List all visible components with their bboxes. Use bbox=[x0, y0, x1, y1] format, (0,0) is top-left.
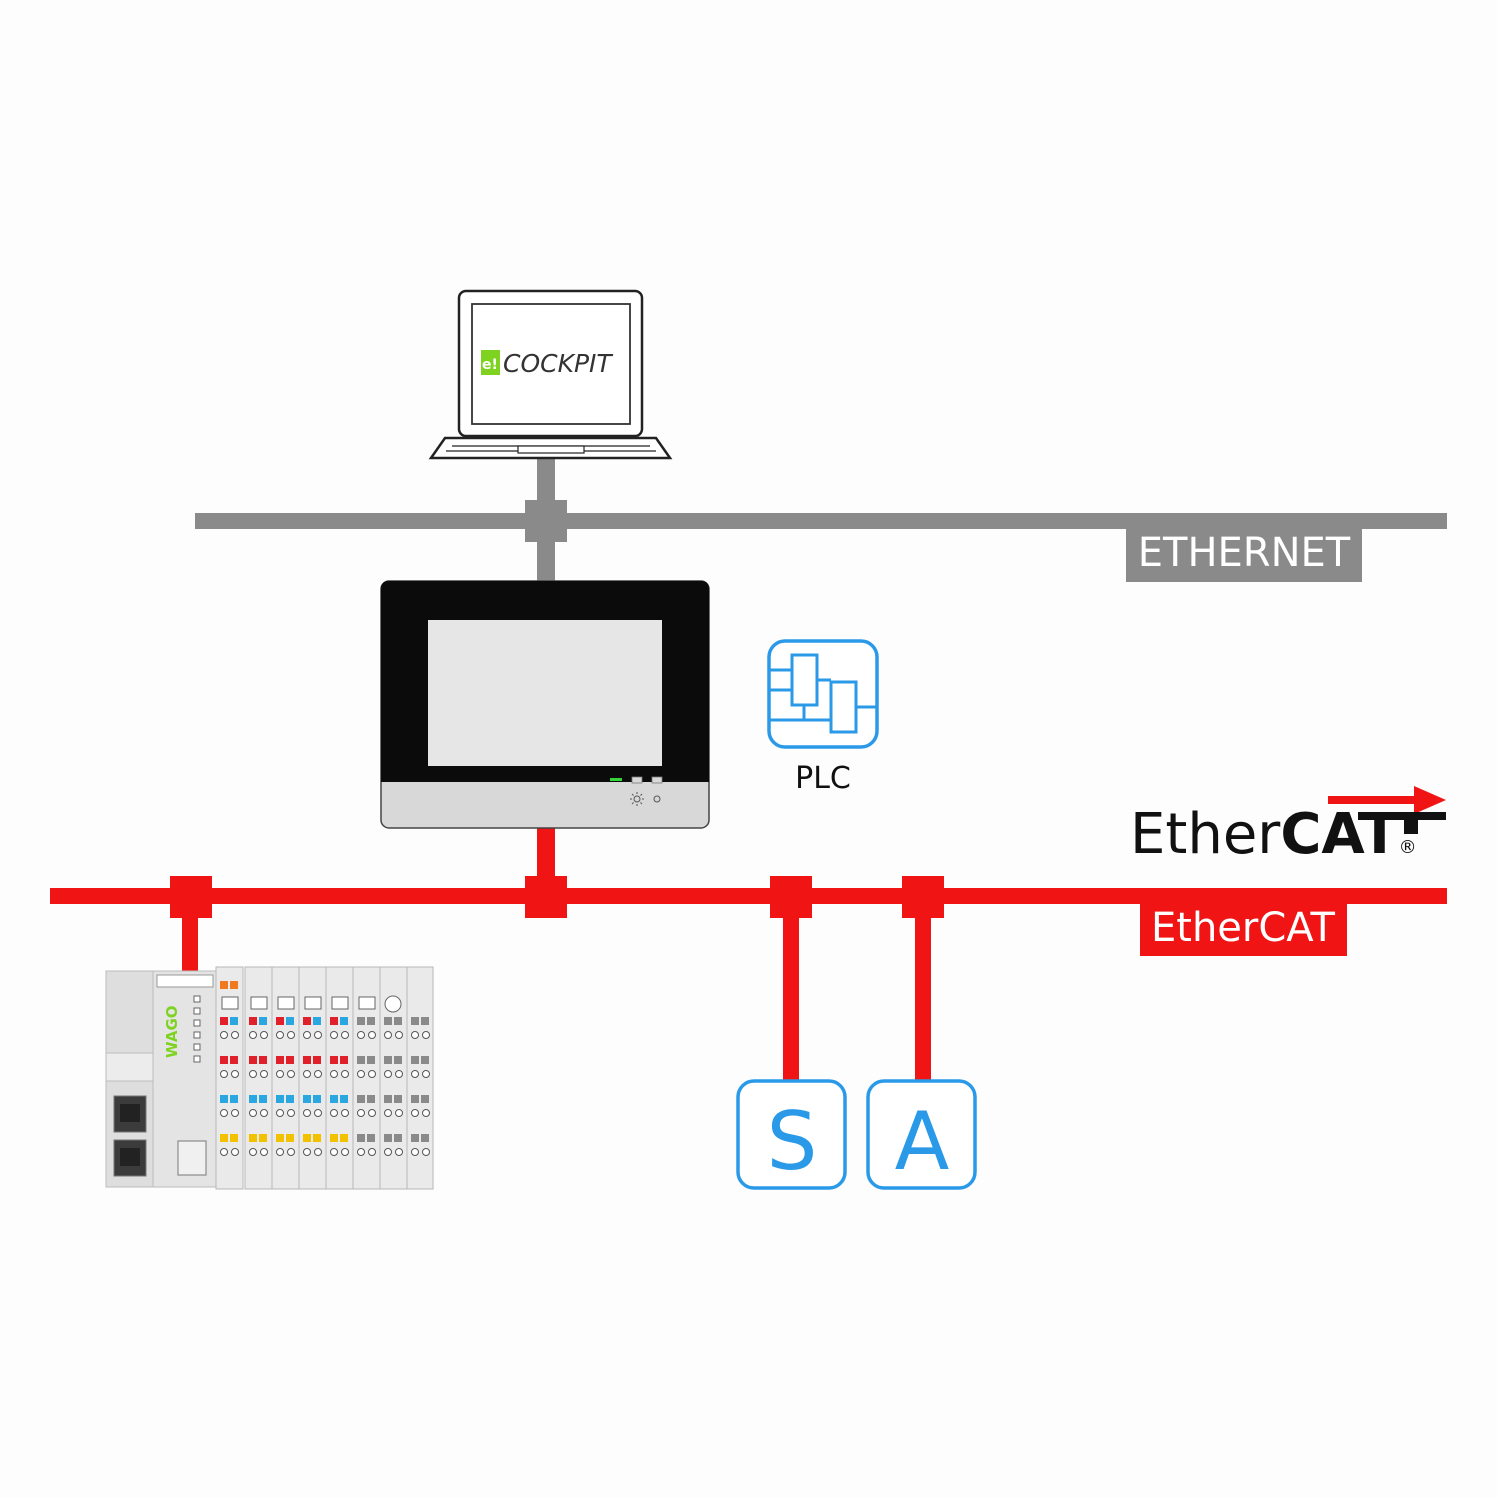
io-status-leds bbox=[193, 995, 201, 1063]
ethercat-logo-text: EtherCAT® bbox=[1130, 802, 1417, 867]
ethercat-line bbox=[50, 888, 1447, 904]
cockpit-logo-mark: e! bbox=[482, 357, 498, 373]
actuator-device: A bbox=[866, 1079, 977, 1190]
cockpit-logo: e! COCKPIT bbox=[481, 349, 613, 378]
io-module bbox=[406, 966, 434, 1190]
io-modules bbox=[215, 966, 434, 1190]
ethernet-bus: ETHERNET bbox=[195, 458, 1447, 582]
cockpit-logo-text: COCKPIT bbox=[503, 349, 613, 378]
hmi-panel bbox=[380, 580, 710, 829]
ethernet-label: ETHERNET bbox=[1138, 530, 1351, 576]
sensor-icon bbox=[736, 1079, 847, 1190]
ethercat-logo-registered: ® bbox=[1399, 837, 1417, 858]
plc-icon bbox=[767, 639, 879, 749]
wago-logo: WAGO bbox=[163, 1005, 181, 1058]
hmi-sensor-icon bbox=[653, 795, 661, 803]
laptop-touchpad bbox=[517, 445, 585, 454]
io-controller: WAGO bbox=[105, 966, 434, 1190]
ethercat-bus: EtherCAT bbox=[50, 828, 1447, 1084]
ethercat-junction-actuator bbox=[902, 876, 944, 918]
laptop: e! COCKPIT bbox=[428, 289, 673, 460]
ethercat-drop-actuator bbox=[915, 900, 931, 1084]
ethercat-logo-arrows-icon bbox=[1328, 786, 1446, 834]
ethercat-drop-sensor bbox=[783, 900, 799, 1084]
cockpit-logo-icon bbox=[481, 350, 500, 375]
ethercat-logo-bold: CAT bbox=[1280, 802, 1398, 867]
brightness-icon bbox=[630, 792, 644, 806]
ethercat-logo-light: Ether bbox=[1130, 802, 1281, 867]
ethercat-label-box bbox=[1140, 902, 1347, 956]
ethercat-label: EtherCAT bbox=[1151, 905, 1336, 951]
plc-label: PLC bbox=[795, 761, 851, 796]
ethercat-junction-io bbox=[170, 876, 212, 918]
sensor-letter: S bbox=[767, 1095, 818, 1188]
sensor-device: S bbox=[736, 1079, 847, 1190]
actuator-icon bbox=[866, 1079, 977, 1190]
hmi-display bbox=[428, 620, 662, 766]
hmi-status-led bbox=[610, 778, 622, 781]
actuator-letter: A bbox=[895, 1095, 950, 1188]
ethernet-junction bbox=[525, 500, 567, 542]
ethercat-junction-hmi bbox=[525, 876, 567, 918]
ethercat-logo: EtherCAT® bbox=[1130, 786, 1446, 867]
ethernet-label-box bbox=[1126, 528, 1362, 582]
ethernet-line bbox=[195, 513, 1447, 529]
ethercat-junction-sensor bbox=[770, 876, 812, 918]
ethercat-drop-hmi bbox=[537, 828, 555, 890]
